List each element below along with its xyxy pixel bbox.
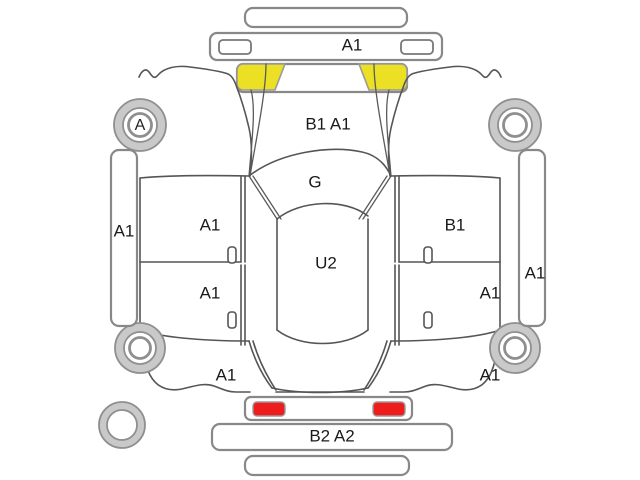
headlight-right (357, 63, 408, 91)
door-handle-left-front (227, 246, 237, 264)
front-bumper-bar (208, 31, 444, 62)
wheel-right-front (488, 98, 542, 152)
front-bumper-right-pocket (400, 39, 434, 55)
roof-greenhouse-group (248, 148, 392, 345)
label-right-front-door: A1 (480, 283, 501, 302)
rear-panel-group (210, 395, 454, 477)
label-left-rear-door: A1 (200, 283, 221, 302)
wheel-left-front: A (113, 98, 167, 152)
right-side-panel-bar (517, 148, 547, 328)
label-windshield-center: U2 (315, 253, 337, 272)
door-handle-right-front (423, 246, 433, 264)
wheel-right-rear (489, 322, 541, 374)
front-panel-group (208, 6, 444, 94)
damage-code-labels: A1 B1 A1 G U2 A1 A1 A1 A1 B1 A1 A1 A1 B2… (114, 35, 546, 445)
wheels-group: A (98, 98, 542, 449)
door-handle-left-rear (227, 311, 237, 329)
label-right-front-fender: B1 (445, 215, 466, 234)
headlight-left (236, 63, 287, 91)
taillight-right (372, 401, 406, 417)
front-bumper-left-pocket (218, 39, 252, 55)
label-right-rear-quarter: A1 (480, 365, 501, 384)
rear-deck-group (248, 340, 392, 394)
wheel-left-front-label: A (135, 117, 146, 134)
side-panel-bars (109, 148, 547, 328)
doors-group (227, 175, 433, 346)
door-handle-right-rear (423, 311, 433, 329)
label-left-front-door: A1 (200, 215, 221, 234)
rear-lower-bar (243, 454, 411, 477)
front-upper-bar (243, 6, 409, 29)
taillight-left (252, 401, 286, 417)
wheel-left-rear (114, 322, 166, 374)
label-left-side-panel: A1 (114, 221, 135, 240)
label-front-bumper: A1 (342, 35, 363, 54)
wheel-spare (98, 401, 146, 449)
label-roof: G (308, 172, 321, 191)
label-hood: B1 A1 (305, 114, 350, 133)
left-side-panel-bar (109, 148, 139, 328)
label-right-side-panel: A1 (525, 263, 546, 282)
rear-bumper-bar (210, 422, 454, 452)
label-rear-bumper: B2 A2 (309, 426, 354, 445)
rear-taillight-bar (243, 395, 414, 422)
label-left-rear-quarter: A1 (216, 365, 237, 384)
